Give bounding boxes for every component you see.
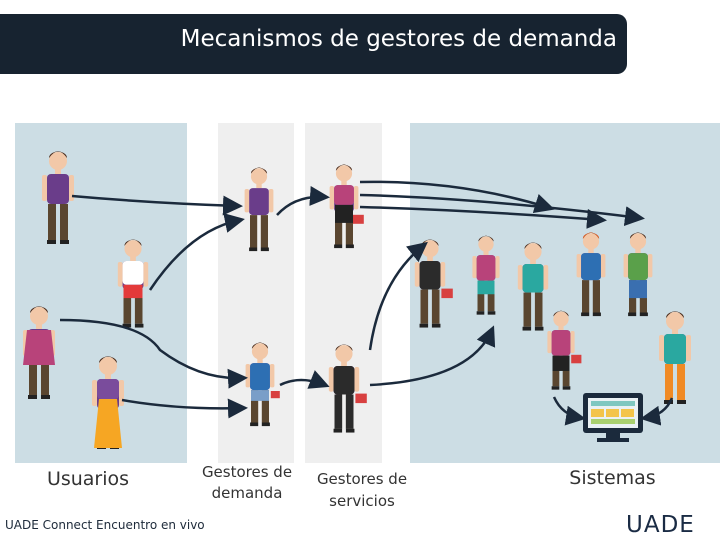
label-usuarios: Usuarios [46, 468, 130, 490]
arrow-service2-to-system-e [369, 325, 496, 387]
demand-manager-figure [244, 167, 274, 252]
arrow-user2-to-demand1 [148, 213, 245, 291]
arrow-user1-to-demand1 [71, 194, 243, 216]
title-bar: Mecanismos de gestores de demanda [0, 14, 627, 74]
footer-text: UADE Connect Encuentro en vivo [5, 518, 205, 532]
user-figure [23, 306, 55, 399]
arrow-service2-to-system-d [368, 241, 428, 351]
arrow-systems-to-monitor-right [640, 397, 674, 426]
user-figure [117, 239, 149, 328]
arrow-demand2-to-service2 [279, 370, 330, 389]
uade-logo: UADE [626, 512, 695, 538]
arrow-service1-to-system-a [359, 180, 555, 214]
system-figure [547, 310, 582, 390]
arrow-service1-to-system-c [359, 205, 607, 229]
demand-manager-figure [245, 342, 280, 427]
system-figure [414, 239, 453, 328]
label-sistemas: Sistemas [569, 467, 656, 489]
arrow-systems-to-monitor [552, 396, 586, 426]
arrow-user4-to-demand2 [121, 398, 248, 419]
computer-monitor-icon [583, 393, 643, 442]
arrow-user3-to-demand2 [59, 318, 248, 389]
slide-title: Mecanismos de gestores de demanda [180, 26, 617, 52]
system-figure [659, 311, 691, 404]
user-figure [42, 151, 74, 244]
arrow-demand1-to-service1 [276, 186, 330, 216]
system-figure [576, 232, 606, 317]
flow-arrows [59, 180, 674, 426]
label-gestores-demanda: Gestores de demanda [201, 463, 293, 502]
label-gestores-servicios: Gestores de servicios [316, 470, 408, 510]
system-figure [517, 242, 549, 331]
user-figure [92, 356, 124, 449]
arrow-service1-to-system-b [359, 193, 645, 227]
service-manager-figure [328, 344, 367, 433]
service-manager-figure [329, 164, 364, 249]
system-figure [472, 235, 500, 315]
system-figure [623, 232, 653, 317]
